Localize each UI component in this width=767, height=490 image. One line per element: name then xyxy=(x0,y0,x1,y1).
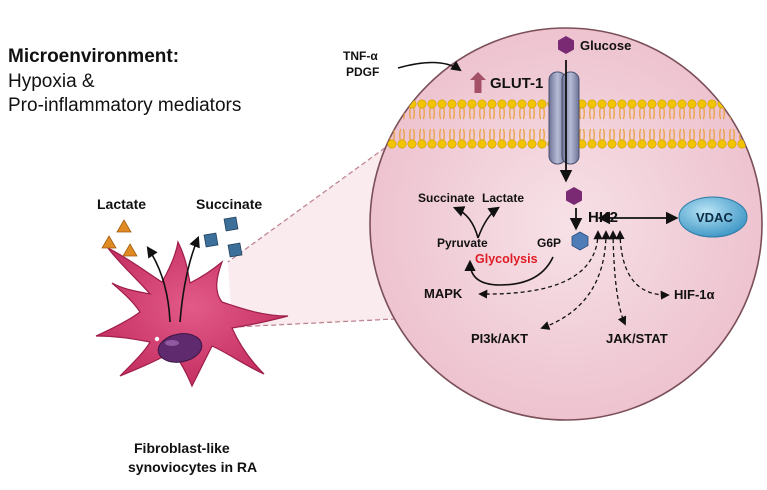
g6p-hexagon xyxy=(571,231,589,251)
glycolysis-label: Glycolysis xyxy=(475,252,538,266)
glucose-hexagon-inside xyxy=(566,187,582,205)
glut1-label: GLUT-1 xyxy=(490,75,544,92)
microenvironment-hypoxia: Hypoxia & xyxy=(8,71,95,92)
succinate-product-label: Succinate xyxy=(418,191,475,205)
lactate-triangles xyxy=(101,219,138,257)
g6p-label: G6P xyxy=(537,236,562,250)
cell-caption-line2: synoviocytes in RA xyxy=(128,459,258,475)
vdac-label: VDAC xyxy=(696,210,733,225)
pi3k-akt-label: PI3k/AKT xyxy=(471,331,529,346)
pyruvate-succinate-arrow xyxy=(452,206,479,239)
pyruvate-label: Pyruvate xyxy=(437,236,488,250)
lactate-product-label: Lactate xyxy=(482,191,525,205)
hk2-hif-arrow xyxy=(615,230,670,300)
glucose-label: Glucose xyxy=(580,38,632,53)
lactate-secretion-arrow xyxy=(146,246,171,323)
hif1a-label: HIF-1α xyxy=(674,287,715,302)
succinate-secretion-arrow xyxy=(179,235,200,323)
vdac-ellipse xyxy=(678,196,748,238)
succinate-squares xyxy=(203,216,243,258)
cell-caption-line1: Fibroblast-like xyxy=(134,440,230,456)
mapk-label: MAPK xyxy=(424,286,463,301)
stimulus-arrow xyxy=(397,60,462,72)
lactate-label: Lactate xyxy=(97,196,147,212)
succinate-label: Succinate xyxy=(196,196,263,212)
glucose-hexagon-outside xyxy=(558,36,574,54)
zoom-circle xyxy=(369,27,763,421)
zoom-wedge xyxy=(228,148,412,327)
hk2-pi3k-arrow xyxy=(540,230,611,330)
hk2-label: HK2 xyxy=(588,209,619,226)
microenvironment-mediators: Pro-inflammatory mediators xyxy=(8,95,242,116)
tnf-alpha-label: TNF-α xyxy=(343,49,378,63)
fibroblast-cell xyxy=(95,240,289,388)
upregulation-arrow-icon xyxy=(470,72,486,93)
glut1-transporter xyxy=(548,71,580,165)
pdgf-label: PDGF xyxy=(346,65,380,79)
microenvironment-title: Microenvironment: xyxy=(8,46,180,67)
signaling-arrows xyxy=(478,230,670,330)
jak-stat-label: JAK/STAT xyxy=(606,331,668,346)
